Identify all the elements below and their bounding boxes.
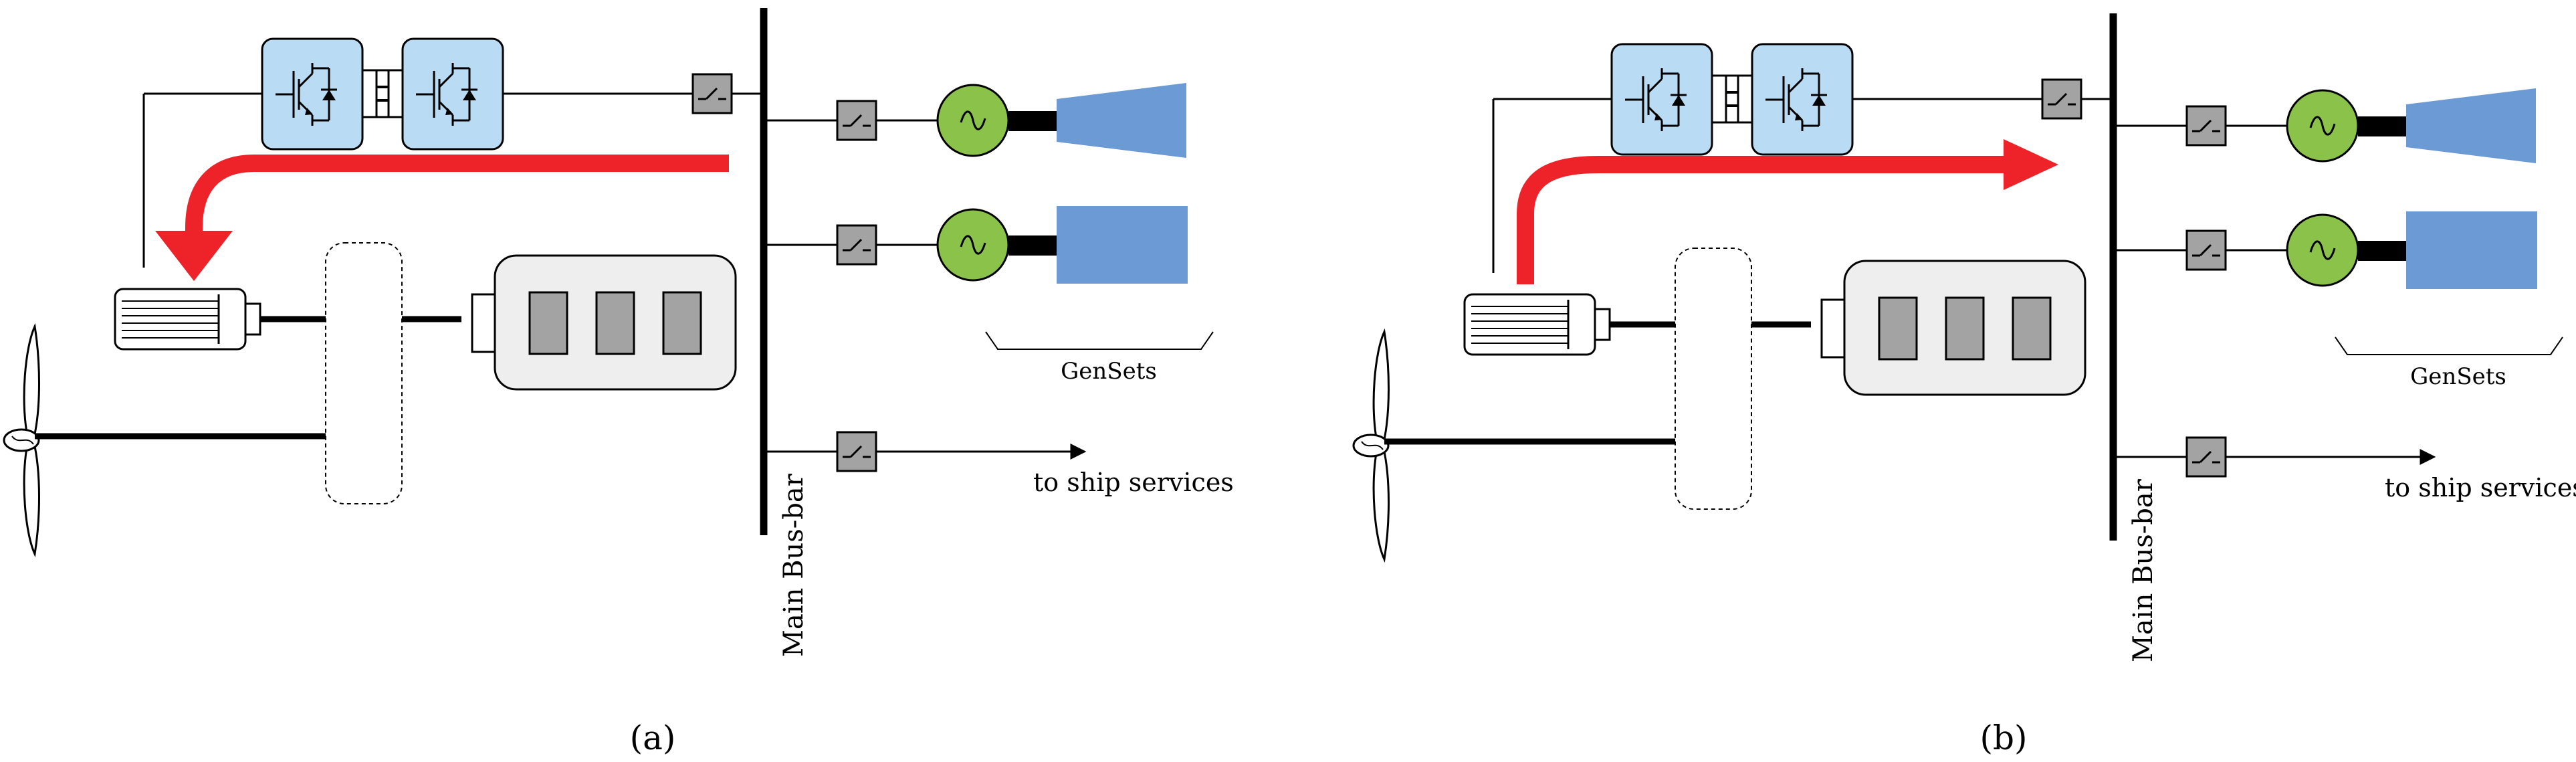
busbar-label-a: Main Bus-bar bbox=[778, 473, 809, 657]
panel-a: GenSets to ship services Main Bus-bar (a… bbox=[4, 8, 1234, 757]
gensets-label-b: GenSets bbox=[2410, 363, 2506, 390]
power-flow-arrow-b bbox=[1517, 139, 2058, 284]
busbar-label-b: Main Bus-bar bbox=[2128, 478, 2159, 662]
caption-b: (b) bbox=[1979, 719, 2027, 757]
power-flow-arrow-a bbox=[155, 155, 729, 281]
services-label-b: to ship services bbox=[2385, 473, 2576, 502]
gensets-label-a: GenSets bbox=[1061, 358, 1157, 385]
caption-a: (a) bbox=[630, 719, 676, 757]
panel-b: GenSets to ship services Main Bus-bar (b… bbox=[1354, 13, 2576, 757]
services-label-a: to ship services bbox=[1033, 468, 1234, 497]
